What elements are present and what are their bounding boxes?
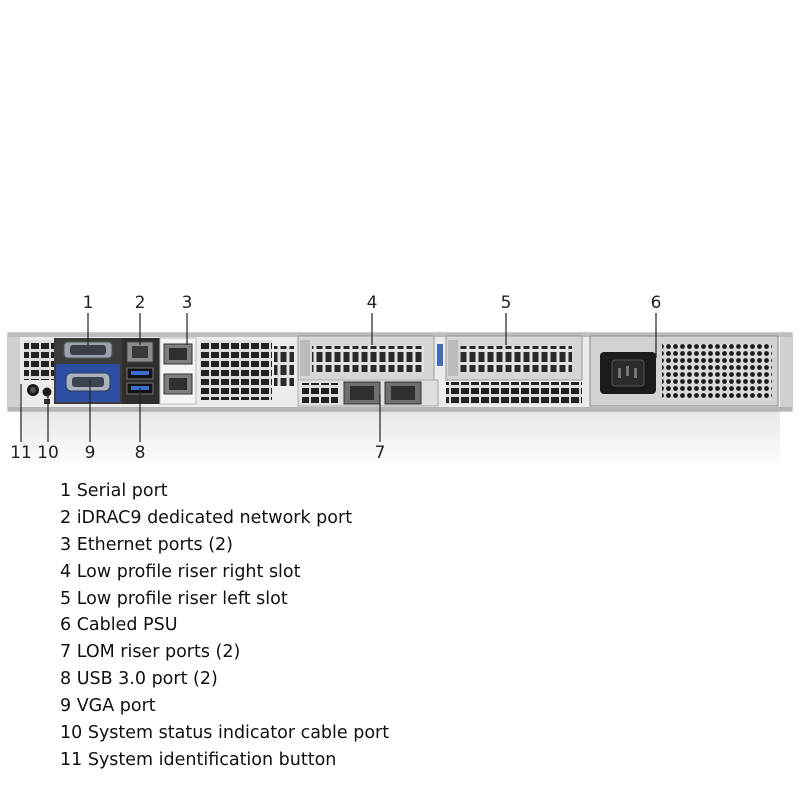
riser-left-slot xyxy=(445,335,583,381)
vga-port xyxy=(65,372,111,392)
legend-item: 4 Low profile riser right slot xyxy=(60,561,301,582)
legend-item: 11 System identification button xyxy=(60,749,337,770)
component-legend: 1 Serial port 2 iDRAC9 dedicated network… xyxy=(60,478,389,774)
callout-7: 7 xyxy=(375,443,386,463)
serial-port xyxy=(63,341,113,359)
callout-2: 2 xyxy=(135,293,146,313)
callout-9: 9 xyxy=(85,443,96,463)
legend-item: 1 Serial port xyxy=(60,481,168,501)
lower-center-vent xyxy=(446,382,582,404)
callout-8: 8 xyxy=(135,443,146,463)
riser-right-slot xyxy=(297,335,435,381)
lom-riser xyxy=(297,379,439,407)
ethernet-ports xyxy=(159,337,197,405)
status-indicator-cable-port xyxy=(42,387,52,404)
idrac-network-port xyxy=(126,341,154,363)
legend-item: 5 Low profile riser left slot xyxy=(60,588,288,609)
callout-10: 10 xyxy=(37,443,59,463)
left-vent xyxy=(24,340,54,380)
callout-5: 5 xyxy=(501,293,512,313)
idrac-usb-block xyxy=(122,338,160,404)
legend-item: 10 System status indicator cable port xyxy=(60,723,390,744)
server-rear-panel-diagram: 1 2 3 4 5 6 11 10 9 8 7 xyxy=(7,293,793,470)
lom-port-2 xyxy=(384,381,422,405)
system-identification-button xyxy=(27,384,39,396)
psu-fan-grille xyxy=(662,344,772,400)
center-vent-left xyxy=(200,340,272,400)
legend-item: 6 Cabled PSU xyxy=(60,615,178,636)
callout-4: 4 xyxy=(367,293,378,313)
ethernet-port-lower xyxy=(163,373,193,395)
lom-vent xyxy=(302,383,338,403)
usb-port-upper xyxy=(126,367,154,380)
legend-item: 2 iDRAC9 dedicated network port xyxy=(60,507,353,528)
legend-item: 7 LOM riser ports (2) xyxy=(60,642,241,663)
callout-11: 11 xyxy=(10,443,32,463)
center-vent-small xyxy=(274,346,294,386)
cabled-psu xyxy=(589,335,779,407)
legend-item: 9 VGA port xyxy=(60,696,156,717)
callout-3: 3 xyxy=(182,293,193,313)
io-block xyxy=(54,338,122,404)
callout-numbers-bottom: 11 10 9 8 7 xyxy=(10,443,385,463)
riser-latch xyxy=(437,344,443,366)
legend-item: 3 Ethernet ports (2) xyxy=(60,534,233,555)
leader-lines xyxy=(20,313,657,442)
callout-numbers-top: 1 2 3 4 5 6 xyxy=(83,293,662,313)
callout-1: 1 xyxy=(83,293,94,313)
lom-port-1 xyxy=(343,381,381,405)
callout-6: 6 xyxy=(651,293,662,313)
legend-item: 8 USB 3.0 port (2) xyxy=(60,669,218,690)
ethernet-port-upper xyxy=(163,343,193,365)
power-inlet xyxy=(600,352,656,394)
